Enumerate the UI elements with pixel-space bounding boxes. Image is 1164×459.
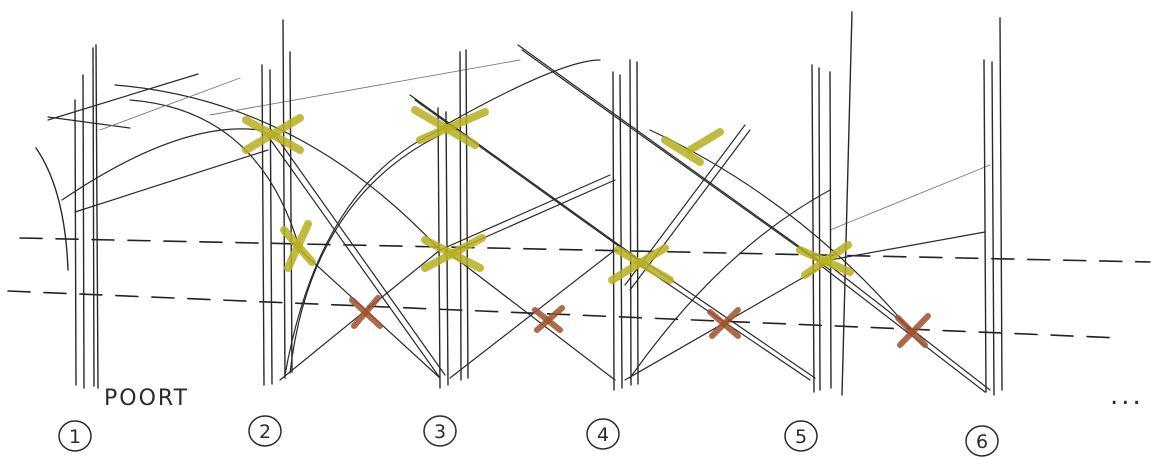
- upper-dashed-line: [19, 237, 1151, 263]
- pole-number-4-text: 4: [597, 424, 609, 446]
- pole-2: [261, 19, 293, 386]
- lower-dashed-line: [7, 290, 1121, 339]
- yellow-binding: [608, 244, 674, 284]
- brown-binding: [707, 307, 741, 339]
- pole-number-1-text: 1: [69, 426, 81, 448]
- brown-bindings: [349, 295, 931, 348]
- pole-number-2: 2: [248, 415, 282, 447]
- pole-number-2-text: 2: [259, 421, 271, 443]
- continuation-dots: ...: [1110, 381, 1144, 411]
- gate-label: POORT: [104, 386, 189, 411]
- yellow-binding: [796, 241, 854, 279]
- poles: [35, 11, 1003, 396]
- pole-3: [437, 49, 469, 389]
- yellow-binding: [242, 114, 304, 154]
- pole-number-5: 5: [784, 420, 818, 452]
- diagonal-rods: [47, 44, 991, 393]
- pole-number-6: 6: [965, 425, 999, 457]
- brown-binding: [349, 295, 383, 329]
- pole-4: [612, 59, 639, 391]
- yellow-bindings: [242, 106, 854, 284]
- yellow-binding: [421, 234, 486, 272]
- yellow-binding: [280, 220, 316, 272]
- pole-number-4: 4: [586, 418, 620, 450]
- pole-number-5-text: 5: [795, 426, 807, 448]
- brown-binding: [532, 305, 565, 333]
- yellow-binding: [411, 106, 489, 149]
- pole-number-3: 3: [423, 415, 457, 447]
- pole-5: [811, 11, 853, 396]
- dashed-guide-lines: [7, 237, 1151, 339]
- pole-number-6-text: 6: [976, 431, 988, 453]
- yellow-binding: [661, 128, 724, 166]
- pole-number-1: 1: [58, 420, 92, 452]
- pole-1: [35, 44, 99, 389]
- pole-6: [983, 17, 1003, 396]
- brown-binding: [895, 313, 931, 348]
- pole-number-3-text: 3: [434, 421, 446, 443]
